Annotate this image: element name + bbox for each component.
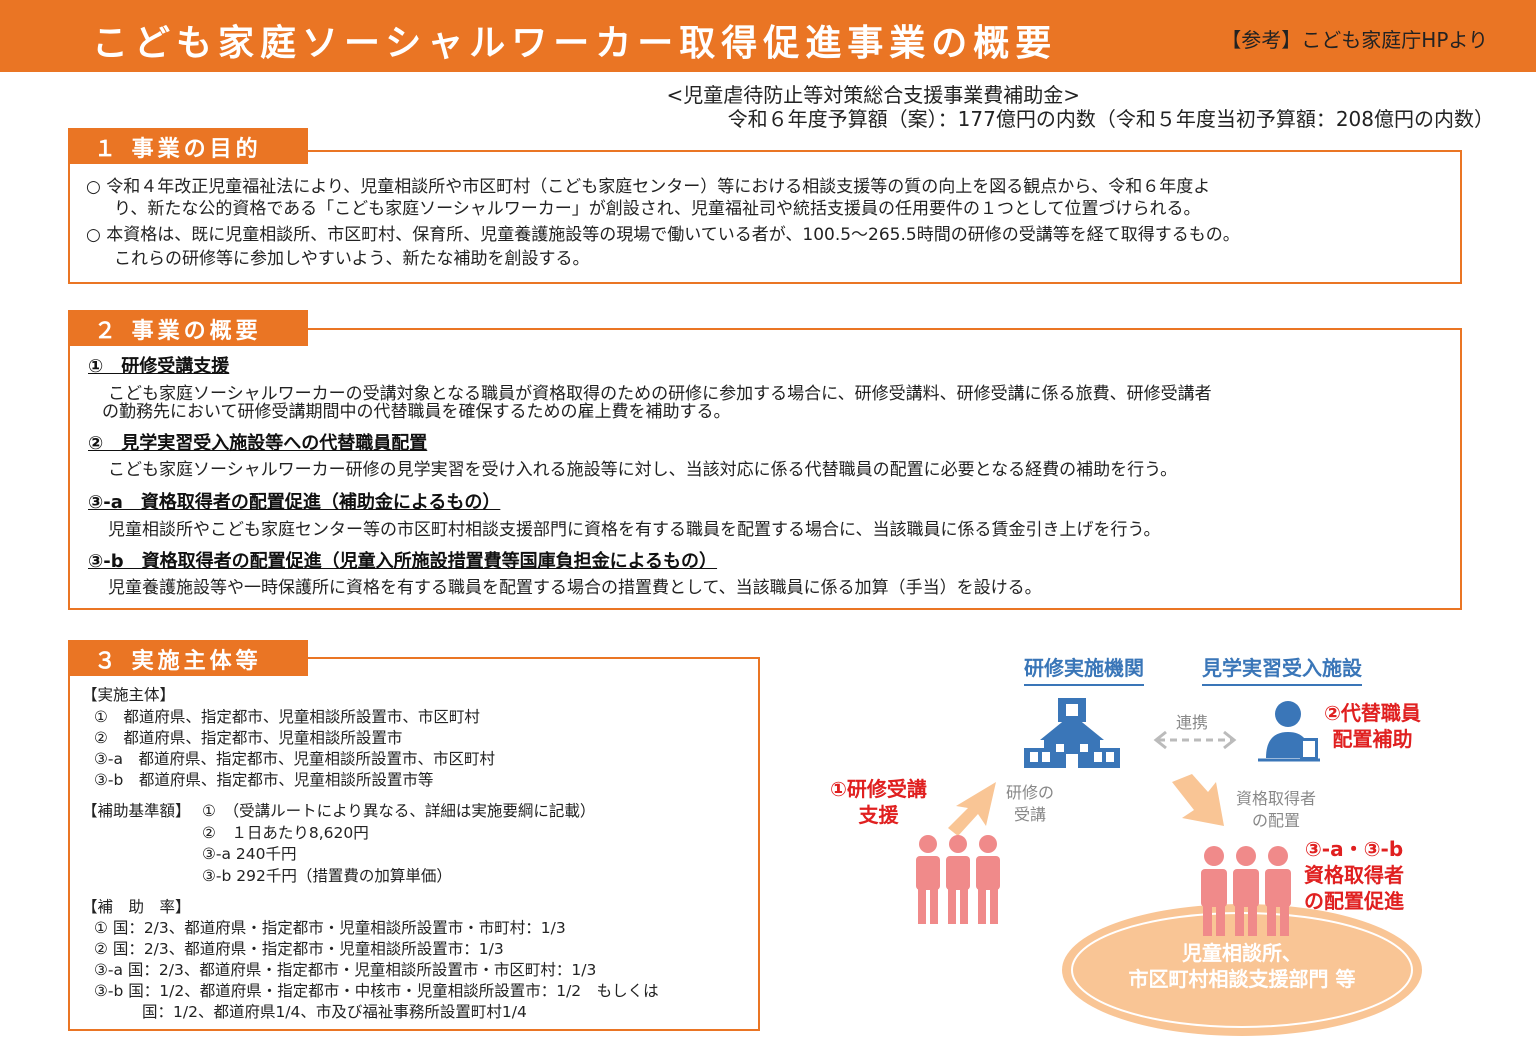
page-title: こども家庭ソーシャルワーカー取得促進事業の概要 [92,23,1058,64]
facility-oval-label: 児童相談所、 市区町村相談支援部門 等 [1128,941,1356,991]
section1-line: ○ 令和４年改正児童福祉法により、児童相談所や市区町村（こども家庭センター）等に… [86,177,1211,197]
section1-line: り、新たな公的資格である「こども家庭ソーシャルワーカー」が創設され、児童福祉司や… [114,199,1201,219]
rate-row: ① 国：2/3、都道府県・指定都市・児童相談所設置市・市町村：1/3 [94,919,566,937]
standard-row: ① （受講ルートにより異なる、詳細は実施要綱に記載） [202,802,596,820]
standard-label: 【補助基準額】 [82,802,191,820]
section1-line: これらの研修等に参加しやすいよう、新たな補助を創設する。 [114,249,590,269]
title-bar: こども家庭ソーシャルワーカー取得促進事業の概要 【参考】こども家庭庁HPより [0,0,1536,72]
item1-heading: ① 研修受講支援 [88,356,230,377]
item3b-heading: ③-b 資格取得者の配置促進（児童入所施設措置費等国庫負担金によるもの） [88,551,718,572]
item3b-text: 児童養護施設等や一時保護所に資格を有する職員を配置する場合の措置費として、当該職… [108,578,1042,598]
item1-text: の勤務先において研修受講期間中の代替職員を確保するための雇上費を補助する。 [102,402,731,422]
rate-row: 国：1/2、都道府県1/4、市及び福祉事務所設置町村1/4 [142,1003,527,1021]
section2-title: ２ 事業の概要 [68,310,308,346]
section2-box: ① 研修受講支援 こども家庭ソーシャルワーカーの受講対象となる職員が資格取得のた… [68,328,1462,610]
cooperation-label: 連携 [1176,713,1209,732]
staff-person-icon [1258,701,1320,762]
entities-label: 【実施主体】 [82,686,176,704]
rate-row: ② 国：2/3、都道府県・指定都市・児童相談所設置市：1/3 [94,940,504,958]
entity-row: ② 都道府県、指定都市、児童相談所設置市 [94,729,403,747]
entity-row: ① 都道府県、指定都市、児童相談所設置市、市区町村 [94,708,480,726]
section1-box: ○ 令和４年改正児童福祉法により、児童相談所や市区町村（こども家庭センター）等に… [68,150,1462,284]
entity-row: ③-b 都道府県、指定都市、児童相談所設置市等 [94,771,434,789]
budget-amount: 令和６年度予算額（案）：177億円の内数（令和５年度当初予算額：208億円の内数… [727,107,1494,131]
training-support-label: ①研修受講 支援 [830,777,927,827]
item2-heading: ② 見学実習受入施設等への代替職員配置 [88,433,428,454]
item3a-heading: ③-a 資格取得者の配置促進（補助金によるもの） [88,492,501,513]
practicum-facility-label: 見学実習受入施設 [1202,652,1362,686]
section1-line: ○ 本資格は、既に児童相談所、市区町村、保育所、児童養護施設等の現場で働いている… [86,225,1240,245]
budget-program: <児童虐待防止等対策総合支援事業費補助金> [666,83,1080,107]
standard-row: ③-b 292千円（措置費の加算単価） [202,867,452,885]
section1-title: １ 事業の目的 [68,128,308,164]
item2-text: こども家庭ソーシャルワーカー研修の見学実習を受け入れる施設等に対し、当該対応に係… [108,460,1178,480]
placement-label: 資格取得者 の配置 [1236,789,1317,830]
item1-text: こども家庭ソーシャルワーカーの受講対象となる職員が資格取得のための研修に参加する… [108,384,1212,404]
up-arrow-icon [948,782,996,836]
cooperation-arrow [1153,730,1237,750]
flow-diagram: 研修実施機関 見学実習受入施設 連携 ②代替職員 配置補助 ①研修受講 支援 研… [800,640,1520,1040]
placement-promotion-label: ③-a・③-b 資格取得者 の配置促進 [1304,837,1404,913]
trainees-people-icon [916,835,1000,924]
entity-row: ③-a 都道府県、指定都市、児童相談所設置市、市区町村 [94,750,495,768]
diagram-graphics [916,698,1422,1036]
section3-box: 【実施主体】 ① 都道府県、指定都市、児童相談所設置市、市区町村 ② 都道府県、… [68,657,760,1031]
reference-note: 【参考】こども家庭庁HPより [1221,28,1488,52]
standard-row: ② １日あたり8,620円 [202,824,369,842]
section3-title: ３ 実施主体等 [68,640,308,676]
facility-oval [1062,904,1422,1036]
down-arrow-icon [1172,774,1224,826]
qualified-staff-people-icon [1201,846,1291,936]
substitute-label: ②代替職員 配置補助 [1324,701,1421,751]
rate-row: ③-b 国：1/2、都道府県・指定都市・中核市・児童相談所設置市：1/2 もしく… [94,982,659,1000]
item3a-text: 児童相談所やこども家庭センター等の市区町村相談支援部門に資格を有する職員を配置す… [108,520,1161,540]
rate-label: 【補 助 率】 [82,898,191,916]
training-org-label: 研修実施機関 [1024,652,1144,686]
standard-row: ③-a 240千円 [202,845,297,863]
rate-row: ③-a 国：2/3、都道府県・指定都市・児童相談所設置市・市区町村：1/3 [94,961,597,979]
training-attendance-label: 研修の 受講 [1006,783,1055,824]
